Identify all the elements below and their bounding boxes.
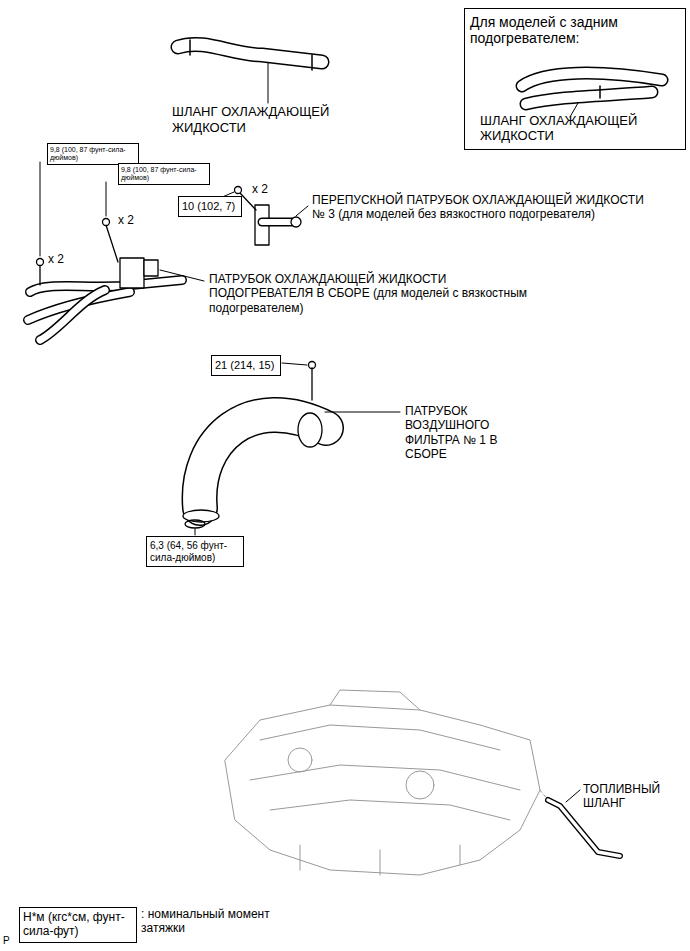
quantity-note: x 2 <box>48 252 78 266</box>
node-text: Для моделей с задним подогревателем: <box>470 14 680 46</box>
torque-box: 9,8 (100, 87 фунт-сила-дюймов) <box>118 163 210 185</box>
inset-box: Для моделей с задним подогревателем: ШЛАН… <box>464 8 686 150</box>
part-name: ШЛАНГ ОХЛАЖДАЮЩЕЙ ЖИДКОСТИ <box>172 104 372 135</box>
part-name: ТОПЛИВНЫЙ ШЛАНГ <box>583 782 683 811</box>
torque-box: 10 (102, 7) <box>178 196 242 217</box>
part-name: ШЛАНГ ОХЛАЖДАЮЩЕЙ ЖИДКОСТИ <box>470 114 680 144</box>
torque-box: 6,3 (64, 56 фунт-сила-дюймов) <box>146 536 244 567</box>
quantity-note: x 2 <box>118 213 148 227</box>
part-name: ПАТРУБОК ОХЛАЖДАЮЩЕЙ ЖИДКОСТИ ПОДОГРЕВАТ… <box>209 272 549 315</box>
torque-box: 9,8 (100, 87 фунт-сила-дюймов) <box>47 143 139 165</box>
node-text: 21 (214, 15) <box>215 359 277 372</box>
part-name: ПАТРУБОК ВОЗДУШНОГО ФИЛЬТРА № 1 В СБОРЕ <box>405 404 530 462</box>
legend-sample-box: Н*м (кгс*см, фунт-сила-фут) <box>19 907 137 943</box>
node-text: 10 (102, 7) <box>182 200 238 213</box>
node-text: 9,8 (100, 87 фунт-сила-дюймов) <box>50 146 136 162</box>
quantity-note: x 2 <box>252 182 282 196</box>
legend-text: : номинальный момент затяжки <box>141 907 281 936</box>
node-text: 6,3 (64, 56 фунт-сила-дюймов) <box>150 540 240 563</box>
node-text: Н*м (кгс*см, фунт-сила-фут) <box>23 911 133 939</box>
page-code: P <box>3 935 23 947</box>
torque-box: 21 (214, 15) <box>211 355 281 376</box>
node-text: 9,8 (100, 87 фунт-сила-дюймов) <box>121 166 207 182</box>
part-name: ПЕРЕПУСКНОЙ ПАТРУБОК ОХЛАЖДАЮЩЕЙ ЖИДКОСТ… <box>312 193 652 222</box>
